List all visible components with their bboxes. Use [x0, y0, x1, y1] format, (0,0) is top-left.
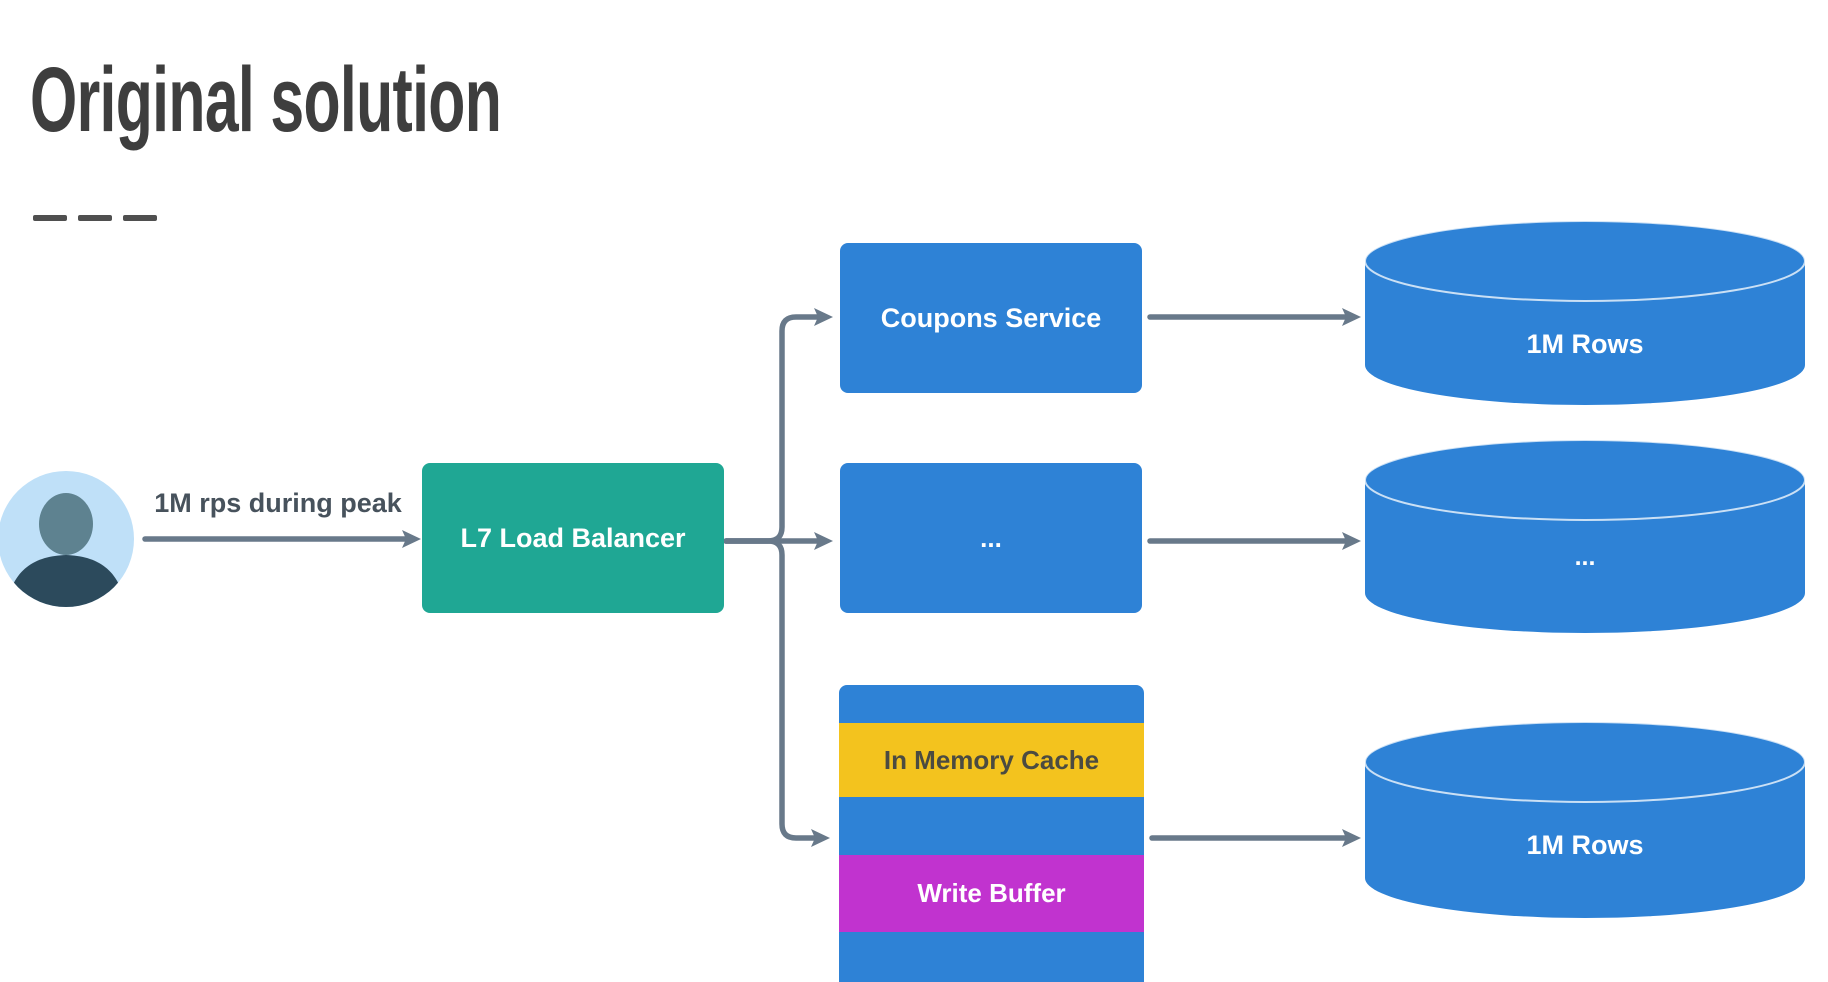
- database-cylinder-2: [1364, 439, 1806, 633]
- edge-lb-to-stack: [723, 538, 818, 841]
- connector-lines: [142, 314, 1349, 841]
- arrowhead: [814, 308, 833, 326]
- title-divider: [33, 215, 157, 221]
- arrowhead: [814, 532, 833, 550]
- database-2-label: ...: [1574, 543, 1596, 571]
- coupons-service-node: Coupons Service: [840, 243, 1142, 393]
- arrowhead: [811, 829, 830, 847]
- coupons-service-label: Coupons Service: [880, 302, 1102, 333]
- arrowhead: [1342, 308, 1361, 326]
- arrowhead: [402, 530, 421, 548]
- divider-dash: [123, 215, 157, 221]
- database-cylinder-1: [1364, 220, 1806, 405]
- generic-service-node: ...: [840, 463, 1142, 613]
- database-1-label: 1M Rows: [1526, 329, 1644, 359]
- edge-lb-to-coupons: [723, 314, 821, 544]
- database-3-label: 1M Rows: [1526, 830, 1644, 860]
- generic-service-label: ...: [980, 522, 1002, 553]
- load-balancer-node: L7 Load Balancer: [422, 463, 724, 613]
- write-buffer-label: Write Buffer: [917, 878, 1066, 908]
- in-memory-cache-label: In Memory Cache: [883, 744, 1100, 775]
- user-arrow-label: 1M rps during peak: [154, 488, 402, 518]
- database-cylinder-3: [1364, 721, 1806, 918]
- in-memory-cache-layer: In Memory Cache: [839, 723, 1144, 797]
- arrowhead: [1342, 829, 1361, 847]
- user-avatar-icon: [0, 471, 134, 607]
- load-balancer-label: L7 Load Balancer: [460, 522, 686, 553]
- divider-dash: [33, 215, 67, 221]
- write-buffer-layer: Write Buffer: [839, 855, 1144, 932]
- page-title: Original solution: [30, 49, 502, 151]
- cache-stack-node: In Memory Cache Write Buffer: [839, 685, 1144, 982]
- arrowheads: [402, 308, 1361, 847]
- arrowhead: [1342, 532, 1361, 550]
- divider-dash: [78, 215, 112, 221]
